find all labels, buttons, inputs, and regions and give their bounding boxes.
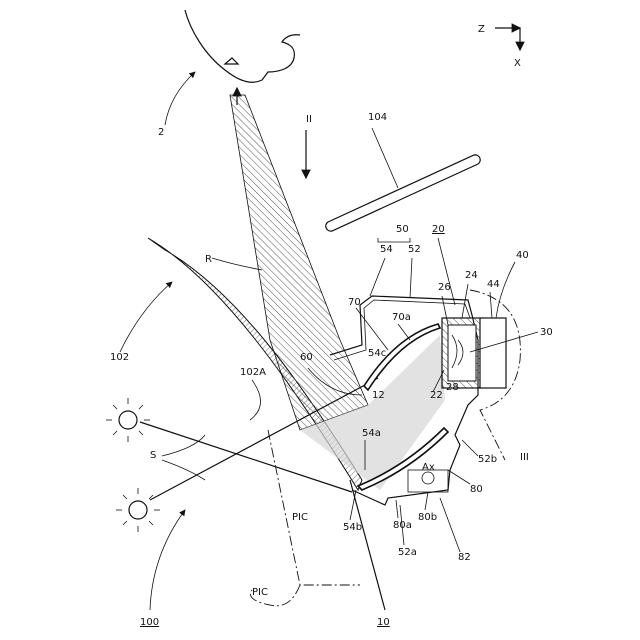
label-reflector: 104: [368, 112, 387, 123]
driver-leader: [165, 72, 195, 125]
housing-lower-b-leader: [462, 440, 478, 456]
label-concave-mirror: 70: [348, 297, 361, 308]
label-sunlight: S: [150, 450, 156, 461]
label-housing-lower-a: 52a: [398, 547, 417, 558]
label-housing-upper: 54: [380, 244, 393, 255]
label-emitter-block: 40: [516, 250, 529, 261]
label-rotation-axis: Ax: [422, 462, 435, 473]
emitter-block-leader: [496, 262, 515, 318]
holder-a-leader: [396, 500, 398, 518]
vehicle-line: [350, 480, 385, 610]
light-ray-leader: [212, 258, 262, 270]
label-display-cover: 44: [487, 279, 500, 290]
reflector-leader: [372, 128, 398, 188]
motor-body: [408, 470, 448, 492]
label-optical-path: 12: [372, 390, 385, 401]
motor-leader: [440, 498, 460, 552]
label-section-line: III: [520, 452, 529, 463]
sunlight-leader-a: [162, 435, 205, 456]
unit-bracket: [378, 238, 410, 242]
label-concave-surface: 70a: [392, 312, 411, 323]
label-heat-sink: 24: [465, 270, 478, 281]
label-case-ref: 20: [432, 224, 445, 235]
heat-sink-leader: [462, 284, 468, 318]
concave-surface-leader: [398, 324, 410, 340]
housing-upper-leader: [370, 258, 385, 296]
label-view-arrow: II: [306, 114, 312, 125]
driver-head: [185, 10, 300, 82]
label-panel-frame: 28: [446, 382, 459, 393]
label-housing-lower-b: 52b: [478, 454, 497, 465]
label-display: 30: [540, 327, 553, 338]
label-motor: 82: [458, 552, 471, 563]
label-lens: 26: [438, 282, 451, 293]
sun-icon: [116, 488, 160, 532]
sunlight-leader-b: [162, 460, 205, 480]
label-virtual-image-b: PIC: [292, 512, 308, 523]
housing-lower-leader: [410, 258, 412, 298]
axis-x-label: X: [514, 58, 521, 69]
label-mirror-holder: 80: [470, 484, 483, 495]
window-b-leader: [350, 490, 356, 520]
label-light-ray: R: [205, 254, 212, 265]
holder-b-leader: [425, 492, 428, 510]
label-plane-mirror: 60: [300, 352, 313, 363]
axis-indicator: Z X: [478, 24, 521, 69]
label-window-c: 54c: [368, 348, 386, 359]
label-housing-lower: 52: [408, 244, 421, 255]
label-unit: 50: [396, 224, 409, 235]
display-assembly: [442, 318, 506, 388]
axis-z-label: Z: [478, 24, 485, 35]
label-windshield-surface: 102A: [240, 367, 266, 378]
reflector-bar: [326, 155, 480, 231]
label-driver: 2: [158, 127, 164, 138]
label-vehicle: 10: [377, 617, 390, 628]
label-panel-surface: 22: [430, 390, 443, 401]
sun-icon: [106, 398, 150, 442]
label-window-b: 54b: [343, 522, 362, 533]
label-windshield: 102: [110, 352, 129, 363]
light-beam: [230, 88, 368, 430]
label-virtual-image-a: PIC: [252, 587, 268, 598]
rotation-axis-marker: [422, 472, 434, 484]
mirror-holder-leader: [448, 470, 470, 484]
label-system: 100: [140, 617, 159, 628]
case-ref-leader: [438, 238, 455, 305]
windshield-leader: [120, 282, 172, 352]
windshield-surface-leader: [250, 380, 261, 420]
label-window-a: 54a: [362, 428, 381, 439]
system-leader: [150, 510, 185, 610]
label-holder-b: 80b: [418, 512, 437, 523]
